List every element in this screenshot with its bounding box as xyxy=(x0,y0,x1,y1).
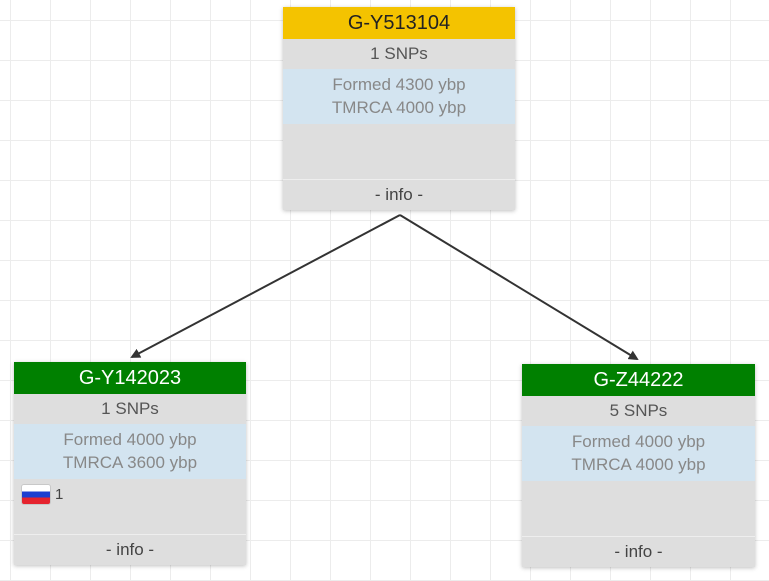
node-info-link[interactable]: - info - xyxy=(522,536,755,567)
node-formed: Formed 4000 ybp xyxy=(63,430,197,449)
node-snp-count: 1 SNPs xyxy=(283,39,515,69)
node-info-link[interactable]: - info - xyxy=(14,534,246,565)
node-formed: Formed 4300 ybp xyxy=(332,75,466,94)
node-tmrca: TMRCA 4000 ybp xyxy=(331,98,467,117)
node-tmrca: TMRCA 4000 ybp xyxy=(571,455,706,474)
haplogroup-node-right[interactable]: G-Z44222 5 SNPs Formed 4000 ybp TMRCA 40… xyxy=(522,364,755,567)
haplogroup-node-root[interactable]: G-Y513104 1 SNPs Formed 4300 ybp TMRCA 4… xyxy=(283,7,515,210)
country-count: 1 xyxy=(55,486,64,503)
node-formed: Formed 4000 ybp xyxy=(571,432,706,451)
node-dates: Formed 4000 ybp TMRCA 3600 ybp xyxy=(14,424,246,479)
node-dates: Formed 4000 ybp TMRCA 4000 ybp xyxy=(522,426,755,481)
node-snp-count: 5 SNPs xyxy=(522,396,755,426)
edge-root-to-right xyxy=(399,214,639,361)
haplogroup-node-left[interactable]: G-Y142023 1 SNPs Formed 4000 ybp TMRCA 3… xyxy=(14,362,246,565)
node-countries xyxy=(522,481,755,536)
node-title: G-Z44222 xyxy=(522,364,755,396)
russia-flag-icon xyxy=(22,485,50,504)
node-countries xyxy=(283,124,515,179)
node-info-link[interactable]: - info - xyxy=(283,179,515,210)
node-countries: 1 xyxy=(14,479,246,534)
node-tmrca: TMRCA 3600 ybp xyxy=(62,453,198,472)
node-title: G-Y513104 xyxy=(283,7,515,39)
country-entry[interactable]: 1 xyxy=(22,485,63,504)
node-snp-count: 1 SNPs xyxy=(14,394,246,424)
node-dates: Formed 4300 ybp TMRCA 4000 ybp xyxy=(283,69,515,124)
node-title: G-Y142023 xyxy=(14,362,246,394)
edge-root-to-left xyxy=(130,214,401,358)
